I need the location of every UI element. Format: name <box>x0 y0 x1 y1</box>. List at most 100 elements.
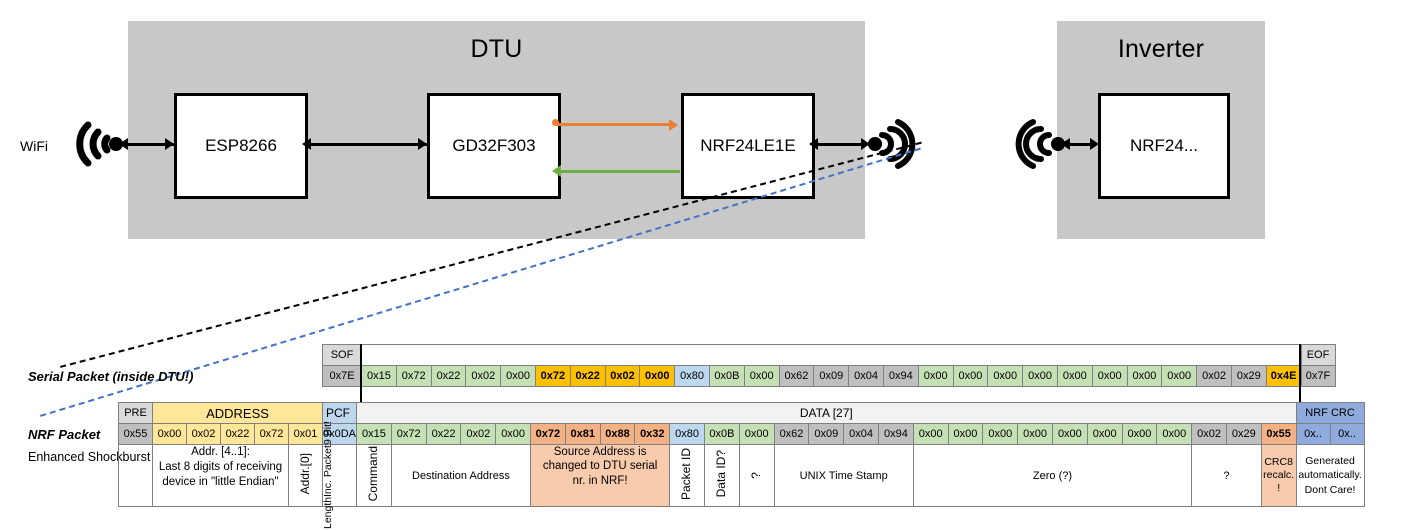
desc-address-line2: Last 8 digits of receiving <box>158 460 283 473</box>
serial-byte-cell: 0x72 <box>395 365 432 387</box>
desc-unknown-vert: ? <box>738 444 775 507</box>
serial-byte-cell: 0x00 <box>1161 365 1198 387</box>
nrf-pre-value: 0x55 <box>118 423 153 445</box>
serial-nrf-align-right <box>1299 344 1301 402</box>
nrf-byte-cell: 0x94 <box>877 423 914 445</box>
nrf-pcf-value: 0x0DA <box>321 423 358 445</box>
nrf-description-row: Addr. [4..1]: Last 8 digits of receiving… <box>118 421 1365 530</box>
nrf-pre-header: PRE <box>118 402 153 424</box>
serial-byte-cell: 0x72 <box>534 365 571 387</box>
serial-byte-cell: 0x80 <box>674 365 710 387</box>
desc-crc8-line3: ! <box>1277 482 1281 495</box>
serial-byte-cell: 0x00 <box>743 365 780 387</box>
serial-header-row: SOF EOF <box>322 344 1336 366</box>
nrf-address-byte: 0x02 <box>186 423 221 445</box>
nrf-byte-cell: 0x00 <box>947 423 984 445</box>
nrf-packet-table: PRE ADDRESS PCF DATA [27] NRF CRC 0x55 0… <box>118 402 1365 530</box>
nrf-byte-cell: 0x09 <box>808 423 845 445</box>
nrf-byte-cell: 0x32 <box>634 423 671 445</box>
desc-crc8-line2: recalc. <box>1263 468 1295 481</box>
desc-pcf-line3: Length <box>322 497 334 530</box>
nrf-pcf-header: PCF <box>321 402 358 424</box>
nrf-byte-cell: 0x55 <box>1260 423 1297 445</box>
desc-command-label: Command <box>366 446 381 502</box>
desc-nrf-crc-line2: automatically. <box>1298 469 1362 482</box>
desc-unknown-vert-label: ? <box>748 471 763 479</box>
esp-gd32-arrowhead-right <box>418 138 427 150</box>
chip-nrf24le1e-label: NRF24LE1E <box>700 136 796 155</box>
serial-byte-cell: 0x62 <box>778 365 815 387</box>
nrf-byte-cell: 0x02 <box>460 423 497 445</box>
desc-packet-id: Packet ID <box>669 444 705 507</box>
desc-nrf-crc-line1: Generated <box>1305 455 1355 468</box>
desc-pcf-line1: 9 Bit! <box>322 421 334 446</box>
inverter-antenna-arrowhead-left <box>1061 138 1070 150</box>
chip-nrf24le1e: NRF24LE1E <box>681 93 815 199</box>
desc-crc8-line1: CRC8 <box>1264 455 1293 468</box>
nrf-antenna-arrowhead-right <box>861 138 870 150</box>
gd32-to-nrf-arrowhead <box>669 119 678 131</box>
esp-gd32-arrow <box>307 143 427 146</box>
nrf-data-header: DATA [27] <box>356 402 1297 424</box>
nrf-address-byte: 0x01 <box>288 423 323 445</box>
chip-esp8266-label: ESP8266 <box>205 136 277 155</box>
nrf-byte-cell: 0x00 <box>1086 423 1123 445</box>
desc-pcf: 9 Bit! Inc. Packet Length <box>321 421 358 530</box>
nrf-address-header: ADDRESS <box>152 402 323 424</box>
desc-pcf-stack: 9 Bit! Inc. Packet Length <box>322 421 334 529</box>
nrf-address-byte: 0x22 <box>220 423 255 445</box>
serial-byte-cell: 0x00 <box>1022 365 1058 387</box>
serial-byte-cell: 0x00 <box>952 365 989 387</box>
desc-source-line1: Source Address is <box>553 446 647 458</box>
nrf-crc-byte: 0x.. <box>1329 423 1365 445</box>
inverter-antenna-arrow <box>1066 143 1096 146</box>
desc-addr0: Addr.[0] <box>288 444 323 507</box>
chip-esp8266: ESP8266 <box>174 93 308 199</box>
nrf-byte-cell: 0x72 <box>530 423 566 445</box>
serial-byte-cell: 0x09 <box>813 365 850 387</box>
serial-sof-value: 0x7E <box>322 365 362 387</box>
nrf-byte-cell: 0x81 <box>564 423 601 445</box>
nrf-antenna-arrow <box>814 143 866 146</box>
nrf-byte-cell: 0x15 <box>356 423 392 445</box>
nrf-crc-byte: 0x.. <box>1295 423 1331 445</box>
desc-data-id-label: Data ID? <box>714 450 728 498</box>
inverter-antenna-arrowhead-right <box>1090 138 1099 150</box>
chip-gd32f303-label: GD32F303 <box>452 136 536 155</box>
wifi-esp-arrow <box>128 143 174 146</box>
desc-destination-address: Destination Address <box>390 444 532 507</box>
desc-addr0-label: Addr.[0] <box>297 453 312 495</box>
desc-pcf-line2: Inc. Packet <box>322 445 334 498</box>
serial-byte-cell: 0x4E <box>1265 365 1302 387</box>
desc-data-id: Data ID? <box>704 444 740 507</box>
serial-byte-cell: 0x02 <box>604 365 641 387</box>
serial-byte-cell: 0x04 <box>848 365 884 387</box>
nrf-address-byte: 0x00 <box>152 423 187 445</box>
desc-packet-id-label: Packet ID <box>679 447 694 501</box>
nrf-byte-cell: 0x00 <box>1156 423 1193 445</box>
nrf-byte-cell: 0x04 <box>843 423 879 445</box>
desc-address: Addr. [4..1]: Last 8 digits of receiving… <box>152 444 289 507</box>
nrf-byte-cell: 0x62 <box>773 423 810 445</box>
serial-byte-cell: 0x15 <box>361 365 397 387</box>
nrf-byte-cell: 0x00 <box>495 423 532 445</box>
chip-gd32f303: GD32F303 <box>427 93 561 199</box>
serial-eof-value: 0x7F <box>1300 365 1336 387</box>
serial-eof-header: EOF <box>1300 344 1336 366</box>
wifi-esp-arrowhead-left <box>119 138 128 150</box>
nrf-byte-cell: 0x0B <box>704 423 740 445</box>
chip-nrf24-inverter: NRF24... <box>1098 93 1230 199</box>
desc-source-line2: changed to DTU serial <box>542 460 658 473</box>
serial-byte-cell: 0x02 <box>1196 365 1232 387</box>
serial-byte-cell: 0x94 <box>882 365 919 387</box>
packet-tables: Serial Packet (inside DTU!) NRF Packet E… <box>0 335 1406 530</box>
nrf-byte-cell: 0x80 <box>669 423 705 445</box>
serial-byte-cell: 0x29 <box>1230 365 1267 387</box>
nrf-packet-label: NRF Packet <box>28 427 101 442</box>
serial-byte-cell: 0x22 <box>430 365 467 387</box>
serial-byte-cell: 0x00 <box>1056 365 1093 387</box>
desc-spacer <box>118 444 153 507</box>
esp-gd32-arrowhead-left <box>302 138 311 150</box>
